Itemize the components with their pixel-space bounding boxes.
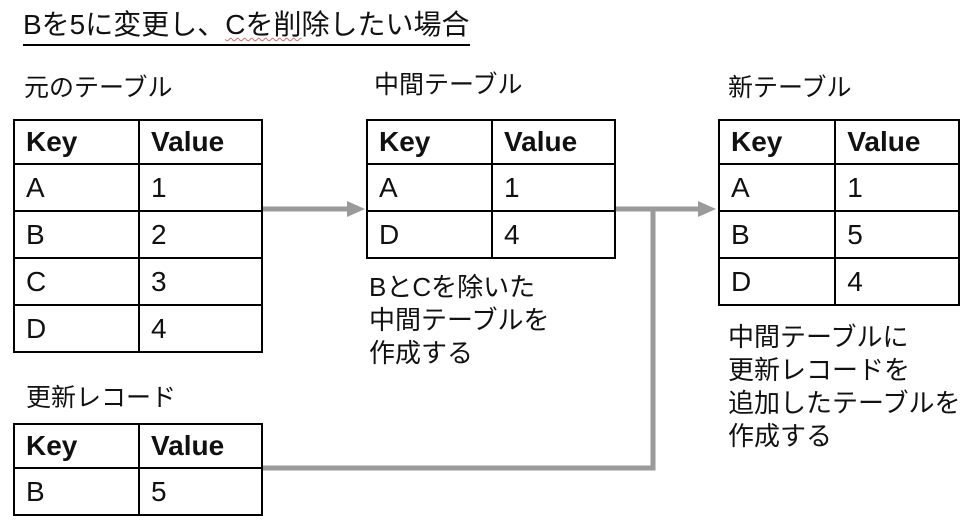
intermediate-table-label: 中間テーブル xyxy=(374,71,523,99)
page-title: Bを5に変更し、Cを削除したい場合 xyxy=(23,9,470,46)
note-line: 作成する xyxy=(728,421,833,451)
value-cell: 4 xyxy=(138,304,263,353)
value-cell: 1 xyxy=(138,163,263,212)
column-header: Value xyxy=(138,119,263,165)
column-header: Key xyxy=(13,119,140,165)
column-header: Key xyxy=(717,119,837,165)
column-header: Value xyxy=(138,423,263,469)
key-cell: B xyxy=(717,210,837,259)
value-cell: 5 xyxy=(138,467,263,516)
column-header: Value xyxy=(834,119,960,165)
value-cell: 3 xyxy=(138,257,263,306)
title-segment-spellchecked: Cを削 xyxy=(225,9,302,40)
title-segment: Bを5に変更し、 xyxy=(23,9,226,40)
value-cell: 4 xyxy=(491,210,616,259)
note-line: 中間テーブルを xyxy=(369,305,550,335)
value-cell: 1 xyxy=(491,163,616,212)
column-header: Value xyxy=(491,119,616,165)
value-cell: 5 xyxy=(834,210,960,259)
key-cell: D xyxy=(717,257,837,306)
value-cell: 2 xyxy=(138,210,263,259)
note-line: 追加したテーブルを xyxy=(728,388,960,418)
new-table-label: 新テーブル xyxy=(728,74,852,102)
new-table-note: 中間テーブルに 更新レコードを 追加したテーブルを 作成する xyxy=(728,321,960,453)
key-cell: B xyxy=(13,467,140,516)
note-line: 作成する xyxy=(369,338,474,368)
column-header: Key xyxy=(13,423,140,469)
arrow-intermediate-to-new-head xyxy=(698,201,716,217)
key-cell: B xyxy=(13,210,140,259)
update-record-table-label: 更新レコード xyxy=(26,384,177,412)
original-table-label: 元のテーブル xyxy=(24,74,173,102)
value-cell: 4 xyxy=(834,257,960,306)
value-cell: 1 xyxy=(834,163,960,212)
key-cell: A xyxy=(13,163,140,212)
note-line: BとCを除いた xyxy=(369,272,536,302)
key-cell: D xyxy=(366,210,493,259)
key-cell: A xyxy=(366,163,493,212)
key-cell: A xyxy=(717,163,837,212)
key-cell: C xyxy=(13,257,140,306)
intermediate-note: BとCを除いた 中間テーブルを 作成する xyxy=(369,271,549,370)
key-cell: D xyxy=(13,304,140,353)
note-line: 更新レコードを xyxy=(728,355,911,385)
note-line: 中間テーブルに xyxy=(728,322,909,352)
column-header: Key xyxy=(366,119,493,165)
title-segment: 除したい場合 xyxy=(301,9,470,40)
arrow-original-to-intermediate-head xyxy=(347,201,365,217)
